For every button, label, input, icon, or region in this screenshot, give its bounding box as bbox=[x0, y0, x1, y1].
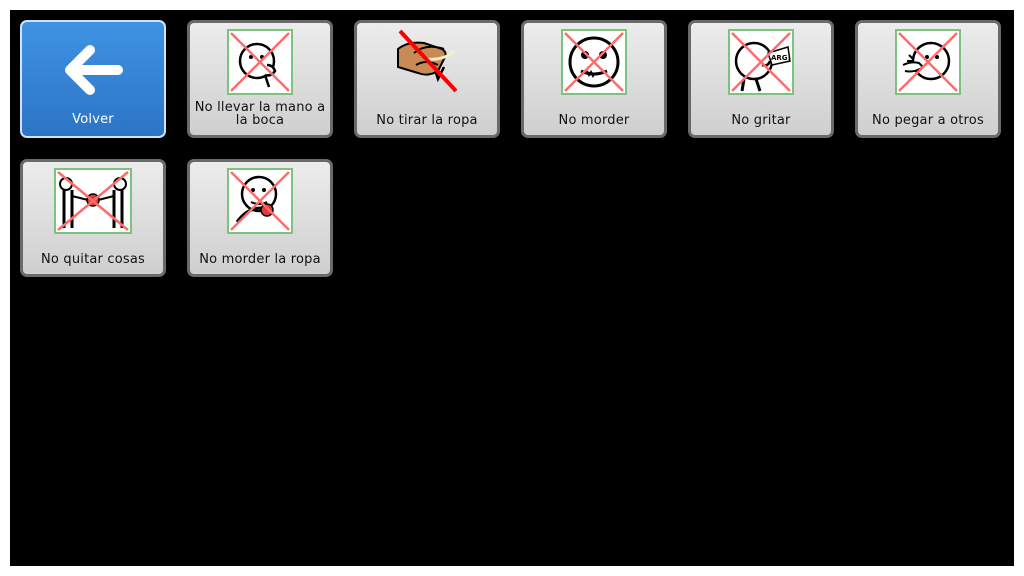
tile-no-hand-to-mouth[interactable]: No llevar la mano a la boca bbox=[187, 20, 333, 138]
tile-no-take-things[interactable]: No quitar cosas bbox=[20, 159, 166, 277]
tile-no-shout[interactable]: ARG! No gritar bbox=[688, 20, 834, 138]
biting-clothes-icon bbox=[227, 168, 293, 234]
arrow-left-icon bbox=[65, 45, 123, 95]
biting-face-icon bbox=[561, 29, 627, 95]
tile-label: No quitar cosas bbox=[40, 252, 146, 267]
taking-things-icon bbox=[54, 168, 132, 234]
tile-no-bite-clothes[interactable]: No morder la ropa bbox=[187, 159, 333, 277]
hand-to-mouth-icon bbox=[227, 29, 293, 95]
back-button[interactable]: Volver bbox=[20, 20, 166, 138]
tile-no-bite[interactable]: No morder bbox=[521, 20, 667, 138]
pulling-clothes-icon bbox=[394, 29, 460, 95]
tile-label: No morder la ropa bbox=[199, 252, 321, 267]
communication-board: Volver No llevar la mano a la boca bbox=[10, 10, 1014, 566]
tile-label: No tirar la ropa bbox=[376, 113, 478, 128]
tile-no-hit-others[interactable]: No pegar a otros bbox=[855, 20, 1001, 138]
back-button-label: Volver bbox=[72, 112, 114, 127]
shouting-icon: ARG! bbox=[728, 29, 794, 95]
shout-badge-text: ARG! bbox=[771, 54, 791, 62]
hitting-icon bbox=[895, 29, 961, 95]
tile-label: No morder bbox=[558, 113, 630, 128]
tile-label: No pegar a otros bbox=[872, 113, 984, 128]
tile-no-pull-clothes[interactable]: No tirar la ropa bbox=[354, 20, 500, 138]
tile-label: No llevar la mano a la boca bbox=[194, 100, 326, 128]
tile-label: No gritar bbox=[731, 113, 791, 128]
